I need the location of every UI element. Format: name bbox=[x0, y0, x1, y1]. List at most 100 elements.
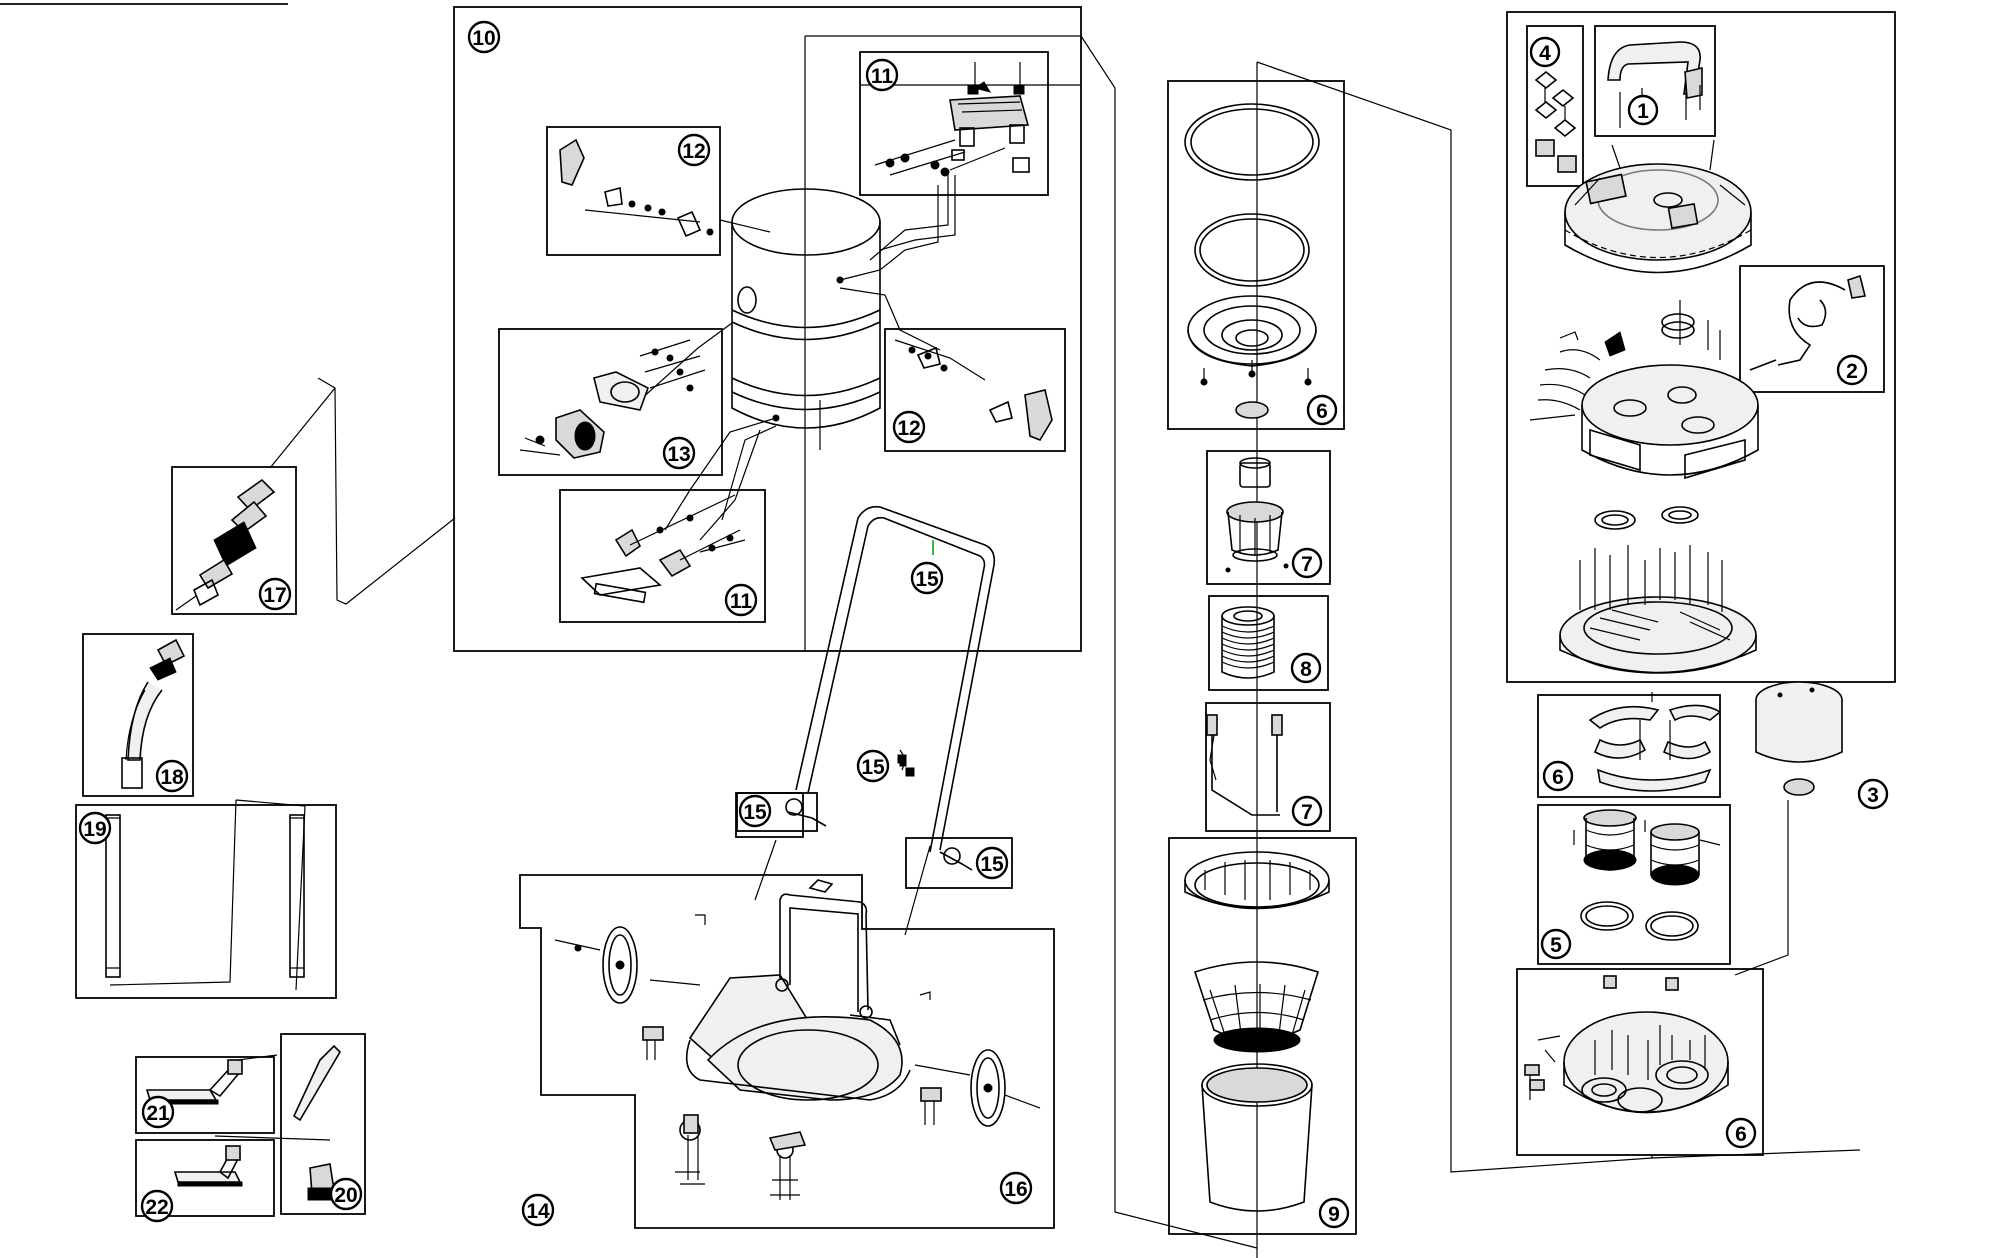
callout-2: 2 bbox=[1836, 354, 1868, 386]
callout-15b-label: 15 bbox=[861, 756, 885, 779]
cable-box bbox=[1739, 265, 1885, 393]
trolley-box bbox=[519, 874, 1055, 1229]
hose-bend-box bbox=[82, 633, 194, 797]
callout-12a: 12 bbox=[677, 133, 711, 167]
callout-1-label: 1 bbox=[1637, 100, 1649, 123]
callout-11a: 11 bbox=[865, 58, 899, 92]
callout-12b-label: 12 bbox=[897, 417, 920, 440]
callout-4: 4 bbox=[1529, 36, 1561, 68]
clamp-box-right bbox=[905, 837, 1013, 889]
callout-18: 18 bbox=[155, 759, 189, 793]
callout-19: 19 bbox=[78, 811, 112, 845]
callout-6c-label: 6 bbox=[1735, 1123, 1747, 1146]
callout-15c: 15 bbox=[738, 794, 772, 828]
motor-plate bbox=[1559, 545, 1757, 674]
impeller-6 bbox=[1588, 704, 1722, 792]
handle-box-left bbox=[546, 126, 721, 256]
tank-filter-box bbox=[1168, 837, 1357, 1235]
float-cage-7 bbox=[1225, 457, 1289, 573]
callout-1: 1 bbox=[1627, 94, 1659, 126]
callout-16: 16 bbox=[999, 1171, 1033, 1205]
callout-3-label: 3 bbox=[1867, 784, 1879, 807]
hose-bend-18 bbox=[121, 638, 186, 789]
callout-22: 22 bbox=[140, 1189, 174, 1223]
motor-units-5 bbox=[1573, 809, 1721, 941]
callout-19-label: 19 bbox=[83, 818, 106, 841]
coupling-box bbox=[171, 466, 297, 615]
cartridge-box bbox=[1208, 595, 1329, 691]
motor-base-6 bbox=[1524, 975, 1729, 1114]
callout-5: 5 bbox=[1540, 928, 1572, 960]
callout-4-label: 4 bbox=[1539, 42, 1551, 65]
floor-tool-box-1 bbox=[135, 1056, 275, 1134]
callout-6a-label: 6 bbox=[1316, 400, 1328, 423]
callout-6b-label: 6 bbox=[1552, 766, 1564, 789]
callout-14: 14 bbox=[521, 1193, 555, 1227]
callout-22-label: 22 bbox=[145, 1196, 168, 1219]
group-boxes bbox=[0, 3, 1896, 1235]
motor-cover-head bbox=[1564, 139, 1752, 274]
latch-parts-bottom bbox=[580, 494, 746, 604]
callout-7b-label: 7 bbox=[1301, 801, 1313, 824]
float-box bbox=[1205, 702, 1331, 832]
callout-15d: 15 bbox=[975, 846, 1009, 880]
callout-13-label: 13 bbox=[667, 443, 690, 466]
callout-9: 9 bbox=[1318, 1197, 1350, 1229]
callout-2-label: 2 bbox=[1846, 360, 1858, 383]
callout-8-label: 8 bbox=[1300, 658, 1312, 681]
callout-5-label: 5 bbox=[1550, 934, 1562, 957]
callout-3: 3 bbox=[1857, 778, 1889, 810]
handle-grip-box bbox=[1594, 25, 1716, 137]
callout-11b: 11 bbox=[724, 583, 758, 617]
tube-box bbox=[75, 804, 337, 999]
clamp-box-left-outline bbox=[736, 792, 818, 832]
callout-18-label: 18 bbox=[160, 766, 184, 789]
handle-box-right bbox=[884, 328, 1066, 452]
dirt-bag-9 bbox=[1184, 851, 1330, 1212]
motor-base-box bbox=[1516, 968, 1764, 1156]
callout-7a-label: 7 bbox=[1301, 553, 1313, 576]
callout-15c-label: 15 bbox=[743, 801, 767, 824]
lid-gasket-6 bbox=[1184, 103, 1320, 419]
callout-10-label: 10 bbox=[472, 27, 495, 50]
tubes-19 bbox=[105, 814, 305, 978]
motor-housing-lower bbox=[1529, 300, 1759, 530]
callout-12b: 12 bbox=[892, 410, 926, 444]
callout-21: 21 bbox=[141, 1095, 175, 1129]
hose-coupling-17 bbox=[175, 478, 276, 611]
handle-grip-1 bbox=[1607, 41, 1703, 128]
callout-13: 13 bbox=[662, 436, 696, 470]
float-rods-7 bbox=[1206, 714, 1283, 816]
crevice-tool-20 bbox=[292, 1044, 342, 1201]
callout-15d-label: 15 bbox=[980, 853, 1004, 876]
callout-15a-label: 15 bbox=[915, 568, 939, 591]
push-handle bbox=[785, 505, 996, 871]
tank-assembly-box bbox=[453, 6, 1082, 652]
callout-14-label: 14 bbox=[526, 1200, 550, 1223]
callout-10: 10 bbox=[467, 20, 501, 54]
handle-parts-left bbox=[559, 138, 714, 238]
handle-parts-right bbox=[894, 339, 1053, 441]
callout-6b: 6 bbox=[1542, 760, 1574, 792]
callout-16-label: 16 bbox=[1004, 1178, 1027, 1201]
filter-lid-box bbox=[1167, 80, 1345, 430]
cartridge-8 bbox=[1221, 606, 1275, 679]
switch-parts-4 bbox=[1534, 70, 1577, 173]
callout-20-label: 20 bbox=[334, 1184, 357, 1207]
tank-drum bbox=[639, 170, 956, 541]
floor-tool-22 bbox=[173, 1145, 243, 1187]
latch-parts-top bbox=[874, 62, 1030, 177]
leader-lines bbox=[109, 35, 1861, 1258]
inlet-parts bbox=[519, 339, 706, 459]
callout-7b: 7 bbox=[1291, 795, 1323, 827]
motor-box bbox=[1537, 804, 1731, 965]
switch-box bbox=[1526, 25, 1584, 187]
callout-11b-label: 11 bbox=[730, 590, 753, 613]
callout-9-label: 9 bbox=[1328, 1203, 1340, 1226]
callout-15b: 15 bbox=[856, 749, 890, 783]
callout-7a: 7 bbox=[1291, 547, 1323, 579]
floor-tool-21 bbox=[145, 1059, 243, 1105]
callout-15a: 15 bbox=[910, 561, 944, 595]
latch-box-top bbox=[859, 51, 1049, 196]
